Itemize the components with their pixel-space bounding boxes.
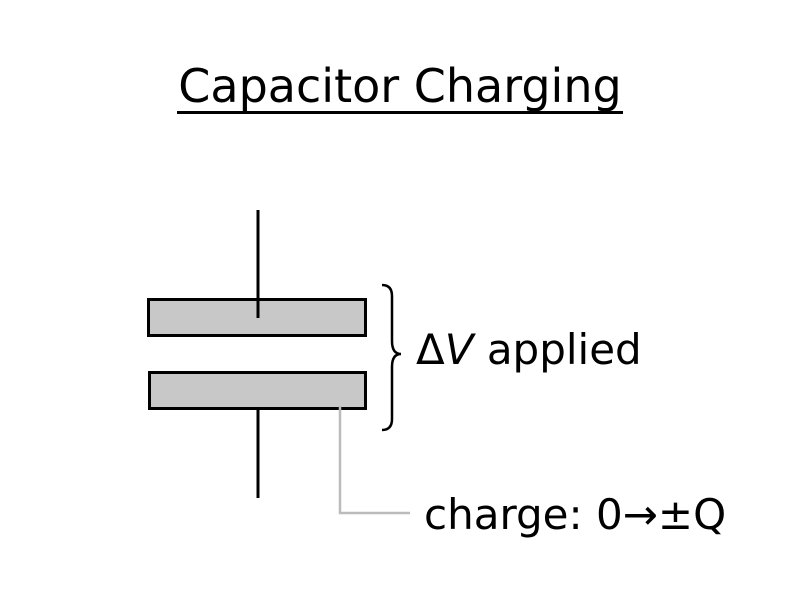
voltage-label-variable: V (444, 325, 474, 374)
charge-label: charge: 0→±Q (424, 490, 727, 539)
bottom-plate (148, 371, 367, 410)
charge-leader-line (338, 406, 410, 515)
voltage-brace (381, 283, 402, 432)
diagram-title: Capacitor Charging (0, 56, 800, 116)
voltage-label-delta: Δ (416, 325, 445, 374)
voltage-label: ΔV applied (416, 322, 642, 378)
voltage-label-text: applied (473, 325, 642, 374)
diagram-title-text: Capacitor Charging (177, 59, 623, 114)
